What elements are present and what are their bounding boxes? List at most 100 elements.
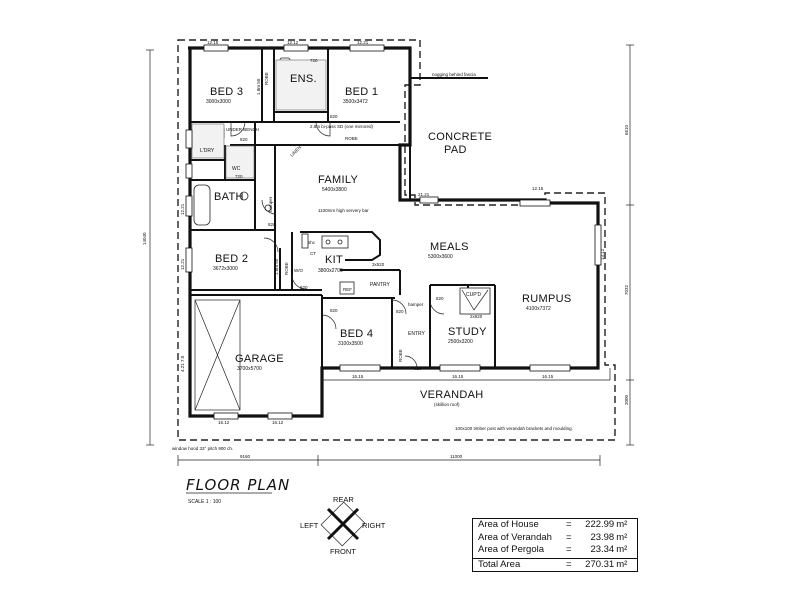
door-720-wc: 720 xyxy=(235,174,243,179)
timber-post-note: 100x100 timber post with verandah bracke… xyxy=(455,426,573,431)
room-verandah-name: VERANDAH xyxy=(420,389,484,401)
doors xyxy=(230,121,445,369)
room-rumpus-size: 4100x7372 xyxy=(526,306,551,312)
room-bed2-size: 3672x3000 xyxy=(213,266,238,272)
area-unit: m² xyxy=(616,519,628,530)
title-block: FLOOR PLAN SCALE 1 : 100 xyxy=(186,476,290,505)
hamper-label-bath: hamper xyxy=(268,196,273,212)
room-pantry-name: PANTRY xyxy=(370,282,390,288)
win-16-12b: 16.12 xyxy=(272,420,284,425)
room-wc-name: WC xyxy=(232,166,241,172)
door-720-ens: 720 xyxy=(310,58,318,63)
win-side-13-12: 13.12 xyxy=(600,248,605,260)
area-schedule-table: Area of House = 222.99 m² Area of Verand… xyxy=(472,518,638,572)
shc-label: shc xyxy=(308,240,316,245)
robe-label-hall: ROBE xyxy=(345,136,358,141)
win-side-21-21: 12.21 xyxy=(180,203,185,215)
nogging-note: nogging behind fascia xyxy=(432,72,476,77)
dim-left-total: 14040 xyxy=(142,232,147,245)
win-12-15: 12.15 xyxy=(207,40,219,45)
dim-right-a: 6610 xyxy=(624,124,629,135)
garage-car-space xyxy=(194,299,241,411)
wo-label: W/O xyxy=(294,268,303,273)
room-linen-name: LINEN xyxy=(289,145,302,158)
room-family-size: 5400x3800 xyxy=(322,187,347,193)
area-unit: m² xyxy=(616,558,628,570)
area-op: = xyxy=(566,558,572,570)
area-value: 23.98 xyxy=(590,531,615,543)
win-side-12-21: 12.21 xyxy=(180,258,185,270)
compass-front: FRONT xyxy=(330,547,356,556)
room-kit-size: 3800x2700 xyxy=(318,268,343,274)
area-row: Area of Verandah = 23.98 m² xyxy=(473,532,637,545)
robe-dim-bed3: 1.8m 50 xyxy=(256,78,261,95)
room-ens-name: ENS. xyxy=(290,73,317,85)
room-labels: BED 3 3000x3000 BED 1 3500x3472 ENS. CON… xyxy=(200,73,571,407)
cupd-dim: 2x620 xyxy=(470,314,483,319)
area-op: = xyxy=(566,531,572,543)
area-row: Area of House = 222.99 m² xyxy=(473,519,637,532)
area-value: 270.31 xyxy=(585,558,615,570)
ref-label: REF xyxy=(343,287,352,292)
dim-right-b: 7032 xyxy=(624,284,629,295)
door-820-d: 820 xyxy=(300,285,308,290)
window-hood-note: window hood 33° pitch 900 ch. xyxy=(172,446,233,451)
servery-bar-note: 1100mm high servery bar xyxy=(318,208,369,213)
door-820-e: 820 xyxy=(330,308,338,313)
orientation-compass: REAR FRONT LEFT RIGHT xyxy=(300,495,386,556)
robe-label-bed2: ROBE xyxy=(284,262,289,275)
robe-label-bed3: ROBE xyxy=(264,72,269,85)
room-bath-name: BATH xyxy=(214,191,244,203)
dim-right-c: 2000 xyxy=(624,394,629,405)
fixtures xyxy=(193,57,491,315)
room-bed2-name: BED 2 xyxy=(215,253,248,265)
win-16-15c: 16.15 xyxy=(542,374,554,379)
area-row: Area of Pergola = 23.34 m² xyxy=(473,544,637,557)
win-16-15b: 16.15 xyxy=(452,374,464,379)
room-bed4-name: BED 4 xyxy=(340,328,373,340)
area-label: Total Area xyxy=(478,558,521,570)
internal-walls xyxy=(190,48,496,368)
room-rumpus-name: RUMPUS xyxy=(522,293,571,305)
room-meals-size: 5300x3600 xyxy=(428,254,453,260)
door-820-c: 820 xyxy=(268,222,276,227)
windows xyxy=(185,44,602,420)
room-garage-name: GARAGE xyxy=(235,353,284,365)
room-bed4-size: 3100x3500 xyxy=(338,341,363,347)
area-label: Area of Pergola xyxy=(478,544,545,555)
area-unit: m² xyxy=(616,531,628,543)
area-unit: m² xyxy=(616,544,628,555)
room-bed3-size: 3000x3000 xyxy=(206,99,231,105)
robe-label-entry: ROBE xyxy=(398,349,403,362)
door-820-b: 820 xyxy=(330,114,338,119)
robe-bypass-note: 2.8m bi-pass SD (one mirrored) xyxy=(310,124,374,129)
drawing-scale: SCALE 1 : 100 xyxy=(188,499,221,505)
win-21-21: 21.21 xyxy=(418,192,430,197)
win-16-12: 16.12 xyxy=(218,420,230,425)
under-bench-label: UNDER BENCH xyxy=(226,127,259,132)
compass-right: RIGHT xyxy=(362,521,386,530)
compass-rear: REAR xyxy=(333,495,354,504)
concrete-pad-line2: PAD xyxy=(444,144,467,156)
compass-left: LEFT xyxy=(300,521,319,530)
room-study-size: 2500x3200 xyxy=(448,339,473,345)
hamper-label-entry: hamper xyxy=(408,302,424,307)
ct-label: CT xyxy=(310,251,316,256)
area-value: 222.99 xyxy=(585,519,615,530)
room-ldry-name: L'DRY xyxy=(200,148,215,154)
door-820-g: 820 xyxy=(436,296,444,301)
area-label: Area of House xyxy=(478,519,539,530)
concrete-pad-outline xyxy=(409,77,488,200)
drawing-title: FLOOR PLAN xyxy=(186,476,290,494)
room-kit-name: KIT xyxy=(325,254,343,266)
room-bed3-name: BED 3 xyxy=(210,86,243,98)
win-side-4-21: 4.21 7.0 xyxy=(180,355,185,372)
room-bed1-size: 3500x3472 xyxy=(343,99,368,105)
dim-bottom-right: 11000 xyxy=(450,454,463,459)
win-12-21: 12.21 xyxy=(357,40,369,45)
dimension-lines: 9160 11000 14040 6610 7032 2000 xyxy=(142,44,634,466)
area-row-total: Total Area = 270.31 m² xyxy=(473,557,637,572)
area-op: = xyxy=(566,544,572,555)
room-verandah-note: (skillion roof) xyxy=(434,402,460,407)
